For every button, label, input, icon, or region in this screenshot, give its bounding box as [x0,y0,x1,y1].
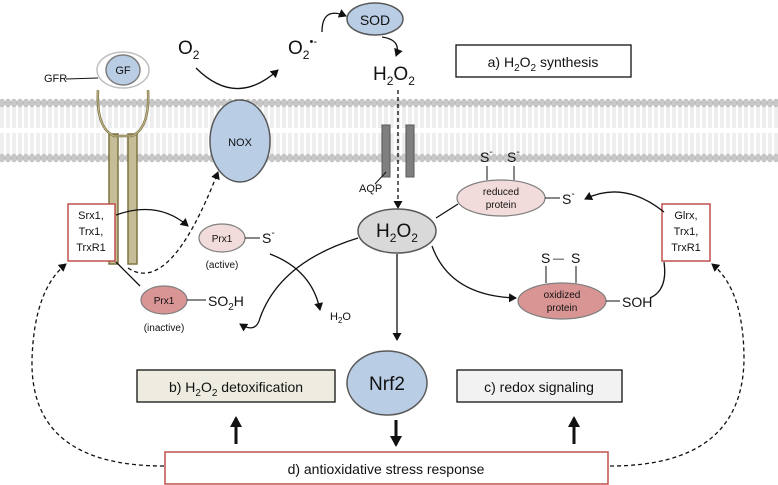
section-c-label: c) redox signaling [484,379,594,395]
prx1-inactive-label: Prx1 [154,296,175,307]
reduced-thiolate-3: S- [562,189,575,207]
section-b-box [136,369,336,403]
reduced-thiolate-2: S- [507,147,520,165]
section-b-label: b) H2O2 detoxification [169,379,303,399]
glrx-link-line [649,261,666,299]
gf-label: GF [115,65,131,77]
aqp-pointer [374,171,387,185]
srx-line-1: Srx1, [78,210,104,222]
feedback-to-srx-arrow [31,263,165,467]
protein-oxidation-arrow [431,245,517,303]
sod-to-h2o2-arrow [381,36,403,57]
water-release-arrow [269,253,324,311]
superoxide-label: O2•- [288,36,317,62]
protein-reduction-arrow [584,191,665,213]
reduced-protein-line-1: reduced [483,187,519,198]
srx-line-2: Trx1, [79,226,104,238]
oxidized-protein-line-1: oxidized [544,290,581,301]
aqp-label: AQP [359,183,382,195]
receptor-activation-arrow [127,171,220,274]
o2-to-superoxide-arrow [195,67,279,90]
nrf2-factor [346,350,428,416]
prx-overoxidation-arrow [239,237,359,332]
glrx-line-2: Trx1, [674,226,699,238]
section-a-label: a) H2O2 synthesis [488,54,599,74]
srx-link-line [115,261,141,287]
sulfinic-acid-label: SO2H [208,293,244,313]
h2o2-center-label: H2O2 [376,221,418,245]
growth-factor [105,54,141,86]
sod-enzyme [346,2,404,36]
reduced-protein-line-2: protein [486,200,517,211]
feedback-to-glrx-arrow [609,263,745,467]
h2o2-cytosolic [357,208,437,254]
prx1-active-thiolate: S- [262,228,275,246]
gfr-pointer [65,77,99,80]
glrx-line-1: Glrx, [674,210,697,222]
nox-label: NOX [228,137,253,149]
section-c-box [456,369,623,403]
gfr-label: GFR [44,73,67,85]
o2-label: O2 [178,38,200,62]
aqp-channel-right [405,124,415,178]
oxidized-protein-line-2: protein [547,303,578,314]
nox-enzyme [209,99,271,183]
prx1-inactive-state: (inactive) [144,323,185,334]
section-d-label: d) antioxidative stress response [288,461,485,477]
section-a-box [455,44,632,78]
srx-enzyme-box [67,203,116,262]
glrx-line-3: TrxR1 [671,242,701,254]
reduced-protein-link [435,203,459,219]
disulfide-s-left: S [541,250,550,266]
prx1-active-state: (active) [206,260,239,271]
srx-line-3: TrxR1 [76,242,106,254]
reduced-thiolate-1: S- [480,147,493,165]
disulfide-dash: — [553,253,564,265]
disulfide-s-right: S [571,250,580,266]
sulfenic-acid-label: SOH [622,294,652,310]
water-label: H2O [330,311,351,325]
superoxide-to-sod-arrow [321,9,347,33]
growth-factor-receptor [96,89,150,265]
glrx-enzyme-box [661,203,711,262]
section-d-box [164,451,609,485]
prx1-active-label: Prx1 [212,234,233,245]
sod-label: SOD [360,12,390,28]
nrf2-label: Nrf2 [369,374,405,395]
srx-regeneration-arrow [115,208,189,227]
h2o2-synthesized-label: H2O2 [373,64,415,88]
aqp-channel-left [381,124,391,178]
